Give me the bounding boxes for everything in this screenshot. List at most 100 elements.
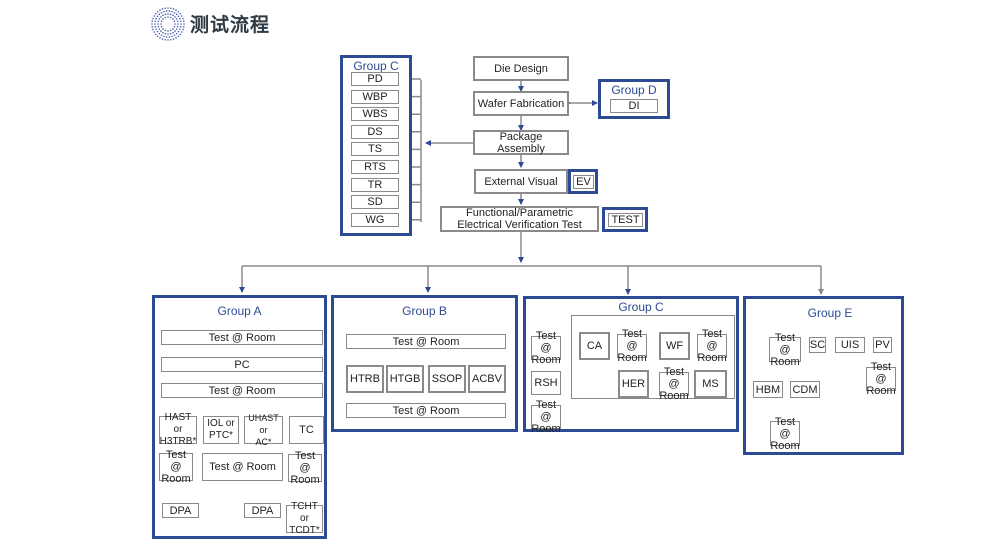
logo-dot (167, 33, 169, 35)
logo-dot (169, 38, 172, 41)
logo-dot (172, 14, 174, 17)
logo-dot (158, 28, 161, 30)
group-b-item-htrb: HTRB (346, 365, 384, 393)
logo-dot (172, 18, 174, 20)
logo-dot (167, 30, 169, 32)
logo-dot (158, 13, 161, 16)
group-c-item-wg: WG (351, 212, 399, 227)
logo-dot (160, 25, 163, 28)
logo-dot (151, 20, 154, 23)
group-c-item-pd: PD (351, 72, 399, 86)
logo-dot (161, 8, 164, 10)
logo-dot (165, 36, 168, 38)
logo-dot (175, 18, 178, 20)
logo-dot (179, 33, 182, 36)
logo-dot (174, 23, 176, 25)
gc-tr3-line1: Test @ (621, 328, 643, 352)
logo-dot (163, 10, 165, 13)
logo-dot (155, 28, 157, 31)
tr-right-line2: Room (290, 474, 320, 486)
functional-test-box: Functional/Parametric Electrical Verific… (440, 206, 599, 232)
logo-dot (154, 12, 157, 15)
group-b-item-ssop: SSOP (428, 365, 466, 393)
group-e-test-room-2: Test @Room (770, 416, 800, 452)
group-c-item-sd: SD (351, 195, 399, 210)
logo-dot (168, 10, 171, 12)
iol-line1: IOL or (207, 418, 235, 429)
package-assembly-box: Package Assembly (473, 130, 569, 155)
logo-dot (175, 9, 177, 11)
group-a: Group A Test @ Room PC Test @ Room HAST … (152, 295, 327, 539)
gc-tr3-line2: Room (617, 352, 647, 364)
group-a-label: Group A (217, 304, 262, 318)
logo-dot (159, 9, 161, 11)
logo-dot (153, 15, 155, 17)
group-a-pc: PC (161, 357, 323, 372)
functional-line1: Functional/Parametric (466, 207, 573, 219)
logo-dot (162, 14, 164, 17)
logo-dot (177, 23, 179, 25)
logo-dot (158, 32, 161, 35)
logo-dot (154, 20, 157, 23)
group-b-item-htgb: HTGB (386, 365, 424, 393)
tcht-line2: TCDT* (289, 525, 320, 536)
logo-dot (159, 37, 161, 39)
group-e-test-room-1: Test @Room (769, 332, 801, 368)
logo-dot (162, 28, 164, 30)
logo-dot (164, 32, 167, 35)
logo-dot (164, 16, 167, 19)
group-a-dpa-right: DPA (244, 503, 281, 518)
logo-dot (173, 25, 176, 28)
group-e-hbm: HBM (753, 381, 783, 398)
logo-dot (155, 17, 157, 20)
dotted-circle-icon (151, 7, 185, 41)
ge-tr1-line1: Test @ (774, 331, 796, 356)
group-c-item-ts: TS (351, 142, 399, 157)
logo-dot (157, 23, 159, 25)
group-e: Group E Test @Room SC UIS PV Test @Room … (743, 296, 904, 455)
logo-dot (164, 13, 167, 16)
logo-dot (162, 31, 164, 34)
test-label: TEST (608, 213, 643, 227)
ge-tr1-line2: Room (770, 355, 800, 368)
logo-dot (175, 32, 178, 35)
gc-tr2-line2: Room (531, 423, 561, 435)
logo-dot (156, 10, 159, 13)
group-c-ms: MS (694, 370, 727, 398)
group-a-test-room-right: Test @Room (288, 450, 322, 486)
group-c-top-label: Group C (353, 59, 399, 73)
logo-dot (165, 10, 168, 12)
logo-dot (176, 25, 179, 28)
group-b-label: Group B (402, 304, 447, 318)
ev-tag: EV (568, 169, 598, 194)
logo-dot (162, 18, 164, 20)
page-title: 测试流程 (190, 14, 271, 36)
group-c-bottom-label: Group C (618, 300, 664, 314)
tr-right-line1: Test @ (294, 450, 316, 474)
logo-dot (169, 16, 172, 19)
group-c-item-wbp: WBP (351, 89, 399, 104)
group-e-uis: UIS (835, 337, 865, 353)
group-c-ca: CA (579, 332, 610, 360)
logo-dot (151, 25, 154, 28)
die-design-box: Die Design (473, 56, 569, 81)
logo-dot (176, 20, 179, 23)
group-c-wf: WF (659, 332, 690, 360)
group-e-test-room-pv: Test @Room (866, 361, 896, 397)
group-a-test-room-left: Test @Room (159, 449, 193, 485)
logo-dot (160, 30, 162, 32)
group-a-test-room-mid: Test @ Room (202, 453, 283, 481)
logo-dot (157, 20, 160, 23)
hast-line1: HAST or (164, 412, 192, 435)
group-c-bottom: Group C Test @Room RSH Test @Room CA Tes… (523, 296, 739, 435)
uhast-line2: AC* (255, 437, 272, 447)
group-d: Group D DI (598, 79, 670, 119)
group-c-item-wbs: WBS (351, 107, 399, 122)
logo-dot (182, 28, 184, 31)
logo-dot (172, 8, 175, 10)
wafer-fabrication-box: Wafer Fabrication (473, 91, 569, 116)
